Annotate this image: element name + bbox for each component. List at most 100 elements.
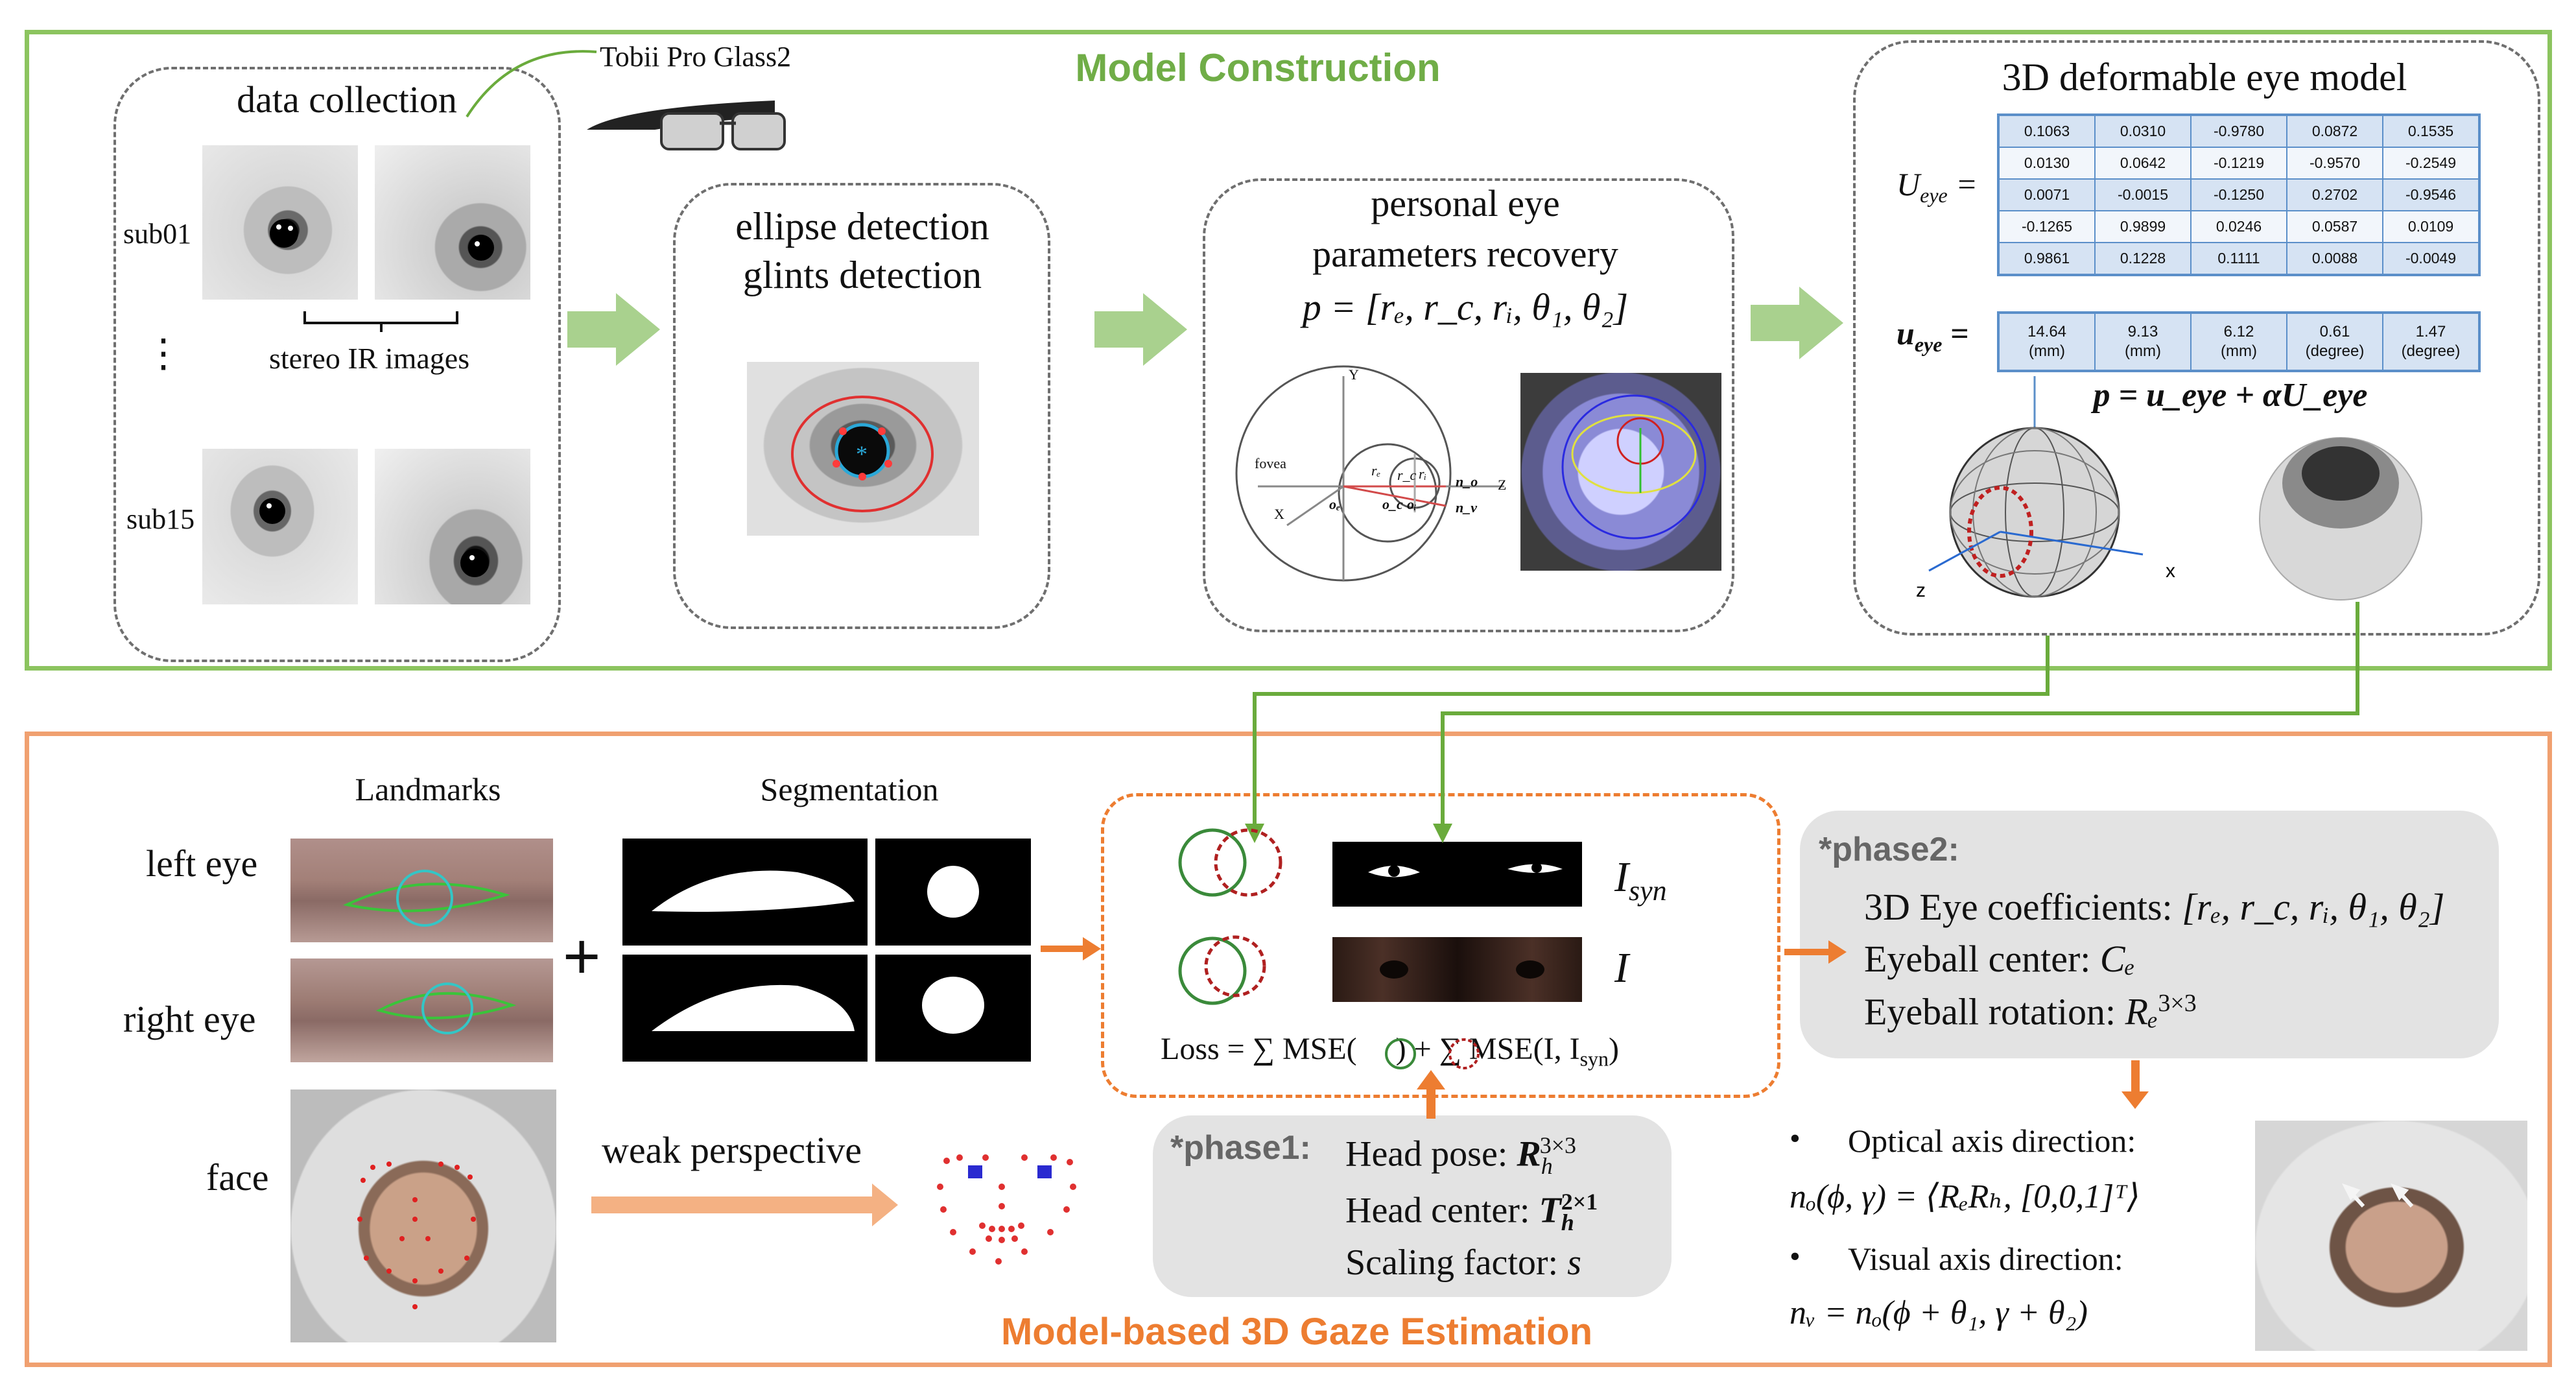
eyeball-center-symbol: Cₑ bbox=[2099, 938, 2135, 980]
head-center-label: Head center: bbox=[1345, 1190, 1539, 1231]
projected-landmarks bbox=[937, 1154, 1076, 1265]
matrix-cell: -0.9570 bbox=[2286, 147, 2383, 180]
U-subscript: eye bbox=[1920, 184, 1948, 207]
wireframe-eyeball: z x bbox=[1916, 376, 2175, 601]
matrix-cell: -0.2549 bbox=[2382, 147, 2480, 180]
matrix-cell: 0.0587 bbox=[2286, 210, 2383, 243]
mean-cell: 6.12 (mm) bbox=[2190, 312, 2287, 372]
arrow-inputs-to-render bbox=[1041, 937, 1101, 960]
parameters-recovery-label: parameters recovery bbox=[1312, 233, 1618, 275]
matrix-cell: 0.0130 bbox=[1998, 147, 2096, 180]
seg-eyelid-left-shape bbox=[652, 870, 855, 912]
eye-geometry-labels: fovea Y X Z oₑ o_c oᵢ n_o n_v rₑ r_c rᵢ bbox=[1255, 366, 1506, 522]
geom-axis-z: Z bbox=[1498, 477, 1506, 493]
eyeball-center-label: Eyeball center: bbox=[1864, 938, 2100, 980]
ellipse-detection-label: ellipse detection bbox=[735, 205, 989, 248]
head-pose-line: Head pose: Rh3×3 bbox=[1345, 1132, 1576, 1180]
personal-params-formula: p = [rₑ, r_c, rᵢ, θ₁, θ₂] bbox=[1302, 286, 1629, 328]
matrix-cell: -0.9546 bbox=[2382, 178, 2480, 211]
eye-coeff-label: 3D Eye coefficients: bbox=[1864, 886, 2182, 928]
mean-value: 14.64 bbox=[2027, 323, 2067, 340]
eye-coeff-line: 3D Eye coefficients: [rₑ, r_c, rᵢ, θ₁, θ… bbox=[1864, 885, 2444, 929]
matrix-cell: 0.0642 bbox=[2094, 147, 2192, 180]
geom-label-re: rₑ bbox=[1371, 462, 1381, 479]
head-pose-label: Head pose: bbox=[1345, 1134, 1517, 1174]
stereo-ir-label: stereo IR images bbox=[269, 342, 470, 375]
loss-formula: Loss = ∑ MSE() + ∑ MSE(I, Isyn) bbox=[1161, 1031, 1619, 1071]
head-center-symbol: T bbox=[1539, 1190, 1561, 1231]
matrix-cell: -0.1219 bbox=[2190, 147, 2287, 180]
matrix-cell: 0.0109 bbox=[2382, 210, 2480, 243]
mean-unit: (mm) bbox=[2221, 342, 2257, 360]
mean-value: 1.47 bbox=[2415, 323, 2446, 340]
eyeball-rotation-line: Eyeball rotation: Rₑ3×3 bbox=[1864, 989, 2197, 1033]
u-eye-mean-vector: 14.64(mm)9.13(mm)6.12(mm)0.61(degree)1.4… bbox=[1997, 311, 2481, 372]
gaze-estimation-panel bbox=[25, 732, 2552, 1367]
deformable-equation: p = u_eye + αU_eye bbox=[2093, 377, 2368, 414]
gaze-arrows bbox=[2341, 1183, 2414, 1208]
matrix-cell: 0.1063 bbox=[1998, 114, 2096, 148]
seg-iris-right-shape bbox=[922, 977, 984, 1034]
optical-bullet: • bbox=[1790, 1121, 1801, 1156]
deformable-model-box bbox=[1853, 40, 2540, 636]
eyeball-rotation-symbol: Rₑ bbox=[2125, 990, 2158, 1033]
ir-image-sub01-right bbox=[375, 145, 530, 300]
head-center-line: Head center: Th2×1 bbox=[1345, 1188, 1598, 1236]
matrix-cell: -0.1250 bbox=[2190, 178, 2287, 211]
visual-axis-title: Visual axis direction: bbox=[1848, 1241, 2123, 1277]
head-center-superscript: 2×1 bbox=[1561, 1189, 1598, 1215]
loss-prefix: Loss = ∑ MSE( bbox=[1161, 1032, 1357, 1066]
weak-perspective-arrow bbox=[591, 1184, 898, 1226]
model-axis-x: x bbox=[2166, 560, 2175, 582]
stereo-brace bbox=[303, 311, 458, 332]
left-eye-label: left eye bbox=[146, 842, 258, 885]
glints-detection-label: glints detection bbox=[742, 254, 982, 296]
arrow-personal-to-model bbox=[1751, 287, 1843, 359]
mean-unit: (mm) bbox=[2125, 342, 2161, 360]
tobii-glasses-icon bbox=[587, 101, 786, 150]
personal-eye-label: personal eye bbox=[1371, 182, 1560, 224]
mean-cell: 0.61(degree) bbox=[2286, 312, 2383, 372]
mean-unit: (degree) bbox=[2305, 342, 2365, 360]
geom-label-rc: r_c bbox=[1397, 467, 1417, 483]
matrix-cell: 0.1535 bbox=[2382, 114, 2480, 148]
I-label: I bbox=[1614, 944, 1629, 992]
matrix-cell: -0.1265 bbox=[1998, 210, 2096, 243]
matrix-cell: 0.0088 bbox=[2286, 242, 2383, 276]
ir-image-sub15-right bbox=[375, 449, 530, 604]
ellipse-fit-overlay: * bbox=[791, 396, 934, 512]
u-symbol: u bbox=[1897, 315, 1915, 351]
u-eye-label: ueye = bbox=[1897, 315, 1969, 356]
matrix-cell: -0.9780 bbox=[2190, 114, 2287, 148]
device-callout-line bbox=[466, 50, 597, 118]
matrix-cell: 0.1111 bbox=[2190, 242, 2287, 276]
shaded-eyeball bbox=[2259, 437, 2422, 601]
I-syn-subscript: syn bbox=[1628, 875, 1667, 907]
geom-axis-x: X bbox=[1274, 506, 1284, 522]
matrix-cell: 0.0246 bbox=[2190, 210, 2287, 243]
sub15-label: sub15 bbox=[126, 503, 195, 535]
mean-value: 6.12 bbox=[2223, 323, 2254, 340]
mean-value: 9.13 bbox=[2127, 323, 2158, 340]
personal-eye-box bbox=[1203, 178, 1734, 632]
sub01-label: sub01 bbox=[123, 218, 192, 250]
mean-cell: 9.13 (mm) bbox=[2094, 312, 2192, 372]
head-pose-superscript: 3×3 bbox=[1539, 1132, 1577, 1158]
matrix-cell: 0.1228 bbox=[2094, 242, 2192, 276]
geom-label-oc: o_c bbox=[1382, 496, 1403, 512]
segmentation-header: Segmentation bbox=[760, 771, 939, 807]
scaling-symbol: s bbox=[1567, 1243, 1581, 1283]
right-eye-label: right eye bbox=[123, 998, 256, 1040]
face-label: face bbox=[206, 1156, 269, 1198]
matrix-cell: -0.0015 bbox=[2094, 178, 2192, 211]
geom-axis-y: Y bbox=[1349, 366, 1359, 383]
head-pose-symbol: R bbox=[1517, 1134, 1541, 1174]
eyeball-rotation-superscript: 3×3 bbox=[2158, 990, 2197, 1017]
matrix-cell: 0.9861 bbox=[1998, 242, 2096, 276]
data-collection-title: data collection bbox=[237, 78, 457, 121]
arrow-render-to-phase2 bbox=[1784, 940, 1847, 964]
eyeball-rotation-label: Eyeball rotation: bbox=[1864, 990, 2125, 1033]
U-eye-label: Ueye = bbox=[1897, 166, 1978, 207]
